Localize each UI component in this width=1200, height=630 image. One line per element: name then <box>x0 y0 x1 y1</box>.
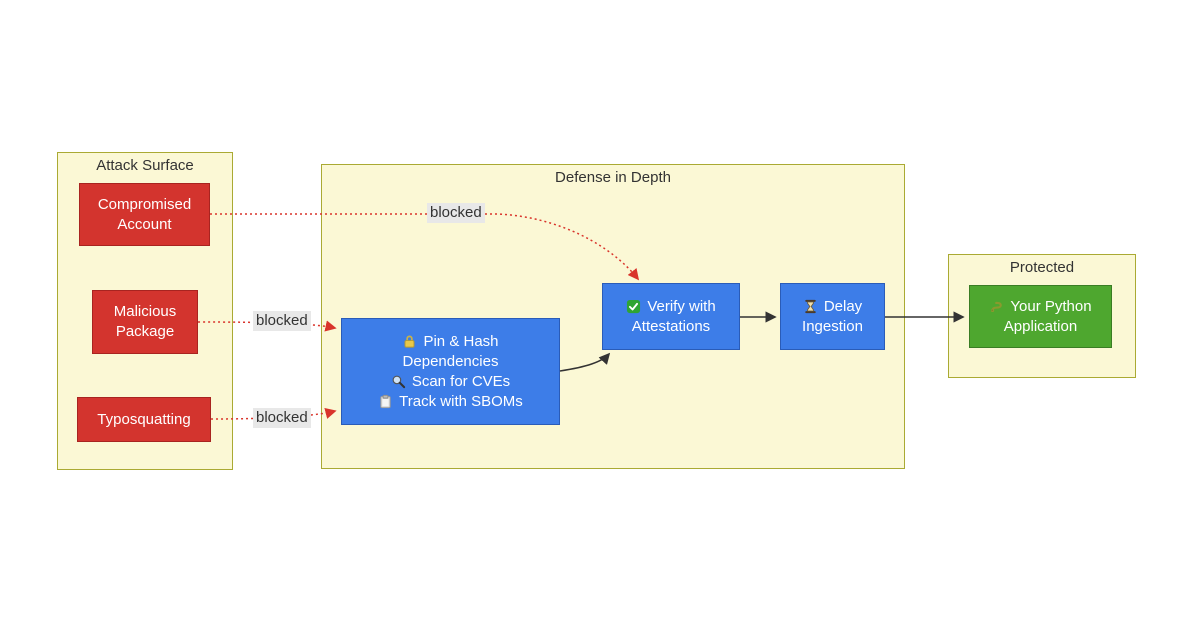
edge-label-blocked-account: blocked <box>427 203 485 223</box>
node-verify-attestations: Verify with Attestations <box>602 283 740 350</box>
node-typosquatting: Typosquatting <box>77 397 211 442</box>
node-pinhash-line1: Pin & Hash <box>423 332 499 350</box>
node-compromised-account-line1: Compromised <box>97 195 192 213</box>
node-pin-hash-scan-track: Pin & Hash Dependencies Scan for CVEs Tr… <box>341 318 560 425</box>
node-your-python-application: Your Python Application <box>969 285 1112 348</box>
node-compromised-account-line2: Account <box>117 215 172 233</box>
edge-label-blocked-typo: blocked <box>253 408 311 428</box>
node-pinhash-line3: Scan for CVEs <box>411 372 511 390</box>
node-verify-line2: Attestations <box>631 317 711 335</box>
node-compromised-account: Compromised Account <box>79 183 210 246</box>
hourglass-icon <box>803 299 818 314</box>
node-malicious-package: Malicious Package <box>92 290 198 354</box>
node-verify-line1: Verify with <box>647 297 716 315</box>
clipboard-icon <box>378 394 393 409</box>
check-icon <box>626 299 641 314</box>
node-malicious-package-line1: Malicious <box>113 303 177 320</box>
node-python-line2: Application <box>1003 317 1078 335</box>
cluster-attack-surface-title: Attack Surface <box>96 157 194 174</box>
node-pinhash-line2: Dependencies <box>402 352 499 370</box>
node-delay-line2: Ingestion <box>802 317 863 335</box>
node-pinhash-line4: Track with SBOMs <box>399 392 523 410</box>
cluster-protected-title: Protected <box>1009 259 1075 276</box>
magnifier-icon <box>391 374 406 389</box>
edge-label-blocked-package: blocked <box>253 311 311 331</box>
node-delay-ingestion: Delay Ingestion <box>780 283 885 350</box>
snake-icon <box>989 299 1004 314</box>
node-typosquatting-line1: Typosquatting <box>97 410 191 428</box>
lock-icon <box>402 334 417 349</box>
node-delay-line1: Delay <box>823 297 863 315</box>
node-malicious-package-line2: Package <box>115 323 175 340</box>
node-python-line1: Your Python <box>1010 297 1092 315</box>
cluster-defense-in-depth-title: Defense in Depth <box>555 169 671 186</box>
